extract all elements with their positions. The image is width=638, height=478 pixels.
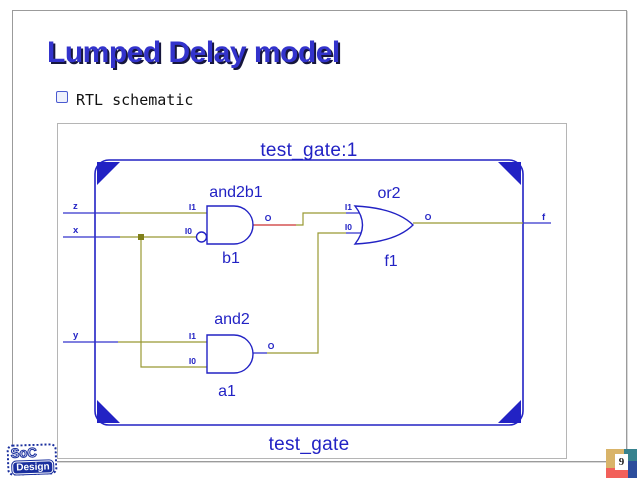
or2-gate-symbol [353, 205, 414, 245]
port-label-y: y [73, 330, 79, 341]
port-label-f: f [542, 212, 546, 223]
and2b1-gate-symbol [206, 205, 254, 245]
gate-type-and2: and2 [214, 311, 250, 328]
and2-gate-symbol [206, 334, 254, 374]
page-number: 9 [615, 454, 628, 470]
net-junction-dot [138, 234, 144, 240]
f1-pin-o: O [425, 212, 432, 222]
net-b1-to-f1 [296, 212, 346, 226]
instance-f1: f1 [384, 253, 397, 270]
module-top-label: test_gate:1 [260, 140, 357, 161]
bullet-text: RTL schematic [76, 91, 194, 109]
wires [63, 212, 551, 368]
module-boundary [94, 159, 524, 426]
corner-triangle-bottom-right [498, 400, 521, 423]
corner-triangle-top-right [498, 162, 521, 185]
instance-a1: a1 [218, 383, 236, 400]
gates [195, 205, 414, 374]
corner-triangle-bottom-left [97, 400, 120, 423]
logo-text-soc: SoC [10, 444, 38, 461]
a1-pin-i1: I1 [189, 331, 196, 341]
logo-stamp: SoC Design [6, 443, 58, 476]
b1-pin-o: O [265, 213, 272, 223]
badge-navy-block [628, 461, 637, 478]
labels: test_gate:1 test_gate and2b1 b1 I1 I0 O … [73, 140, 546, 455]
net-a1-to-f1 [267, 232, 346, 354]
schematic-panel [57, 123, 567, 459]
a1-pin-i0: I0 [189, 356, 196, 366]
logo-text-design: Design [12, 460, 54, 475]
square-bullet-icon [56, 91, 68, 103]
gate-type-or2: or2 [377, 185, 400, 202]
b1-pin-i1: I1 [189, 202, 196, 212]
instance-b1: b1 [222, 250, 240, 267]
b1-pin-i0: I0 [185, 226, 192, 236]
gate-type-and2b1: and2b1 [209, 184, 262, 201]
f1-pin-i0: I0 [345, 222, 352, 232]
badge-red-block [606, 468, 628, 478]
soc-design-logo: SoC Design [6, 443, 58, 476]
port-label-z: z [73, 201, 78, 212]
slide-title: Lumped Delay model [47, 36, 340, 69]
module-bottom-label: test_gate [269, 434, 350, 455]
f1-pin-i1: I1 [345, 202, 352, 212]
slide-frame [12, 10, 627, 462]
port-label-x: x [73, 225, 79, 236]
corner-triangle-top-left [97, 162, 120, 185]
net-x-branch [140, 237, 207, 368]
a1-pin-o: O [268, 341, 275, 351]
and2b1-input-bubble [195, 231, 208, 243]
bullet-item: RTL schematic [56, 91, 193, 109]
page-number-badge: 9 [606, 449, 637, 478]
